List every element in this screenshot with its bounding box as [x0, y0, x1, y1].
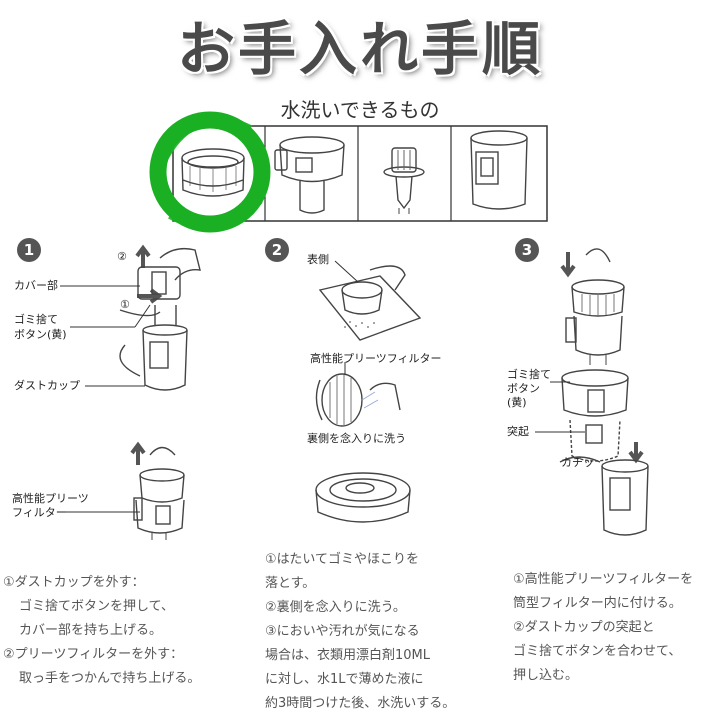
step2-desc-line: に対し、水1Lで薄めた液に — [265, 672, 424, 687]
step1-desc-line: ①ダストカップを外す： — [3, 575, 145, 590]
step2-desc-line: 場合は、衣類用漂白剤10ML — [265, 648, 431, 663]
step1-desc-line: ②プリーツフィルターを外す： — [3, 647, 184, 662]
step2-label-front: 表側 — [307, 253, 329, 266]
step1-label-cover: カバー部 — [14, 279, 58, 292]
dust-cup-icon — [470, 130, 528, 210]
step1-desc-line: ゴミ捨てボタンを押して、 — [19, 599, 174, 614]
step3-label-button-line1: ゴミ捨て — [507, 368, 551, 381]
step2-desc-line: 落とす。 — [265, 576, 316, 591]
washable-parts-heading: 水洗いできるもの — [280, 98, 440, 122]
dust-cup-ring-icon — [181, 148, 245, 197]
step3-desc-line: 筒型フィルター内に付ける。 — [513, 596, 682, 611]
step3-desc-line: 押し込む。 — [513, 668, 579, 683]
green-highlight-circle — [149, 111, 271, 233]
step2-desc-line: ②裏側を念入りに洗う。 — [265, 600, 406, 615]
step3-label-click: カチッ — [561, 456, 594, 469]
step1-description: ①ダストカップを外す： ゴミ捨てボタンを押して、 カバー部を持ち上げる。 ②プリ… — [3, 571, 200, 691]
step1-label-filter-line1: 高性能プリーツ — [12, 492, 89, 505]
step2-desc-line: ③においや汚れが気になる — [265, 624, 420, 639]
step3-desc-line: ②ダストカップの突起と — [513, 620, 655, 635]
step2-desc-line: ①はたいてゴミやほこりを — [265, 552, 420, 567]
page-title: お手入れ手順 — [176, 15, 543, 83]
step3-desc-line: ①高性能プリーツフィルターを — [513, 572, 694, 587]
step2-desc-line: 約3時間つけた後、水洗いする。 — [265, 696, 456, 711]
step2-label-back: 裏側を念入りに洗う — [307, 432, 406, 445]
cover-part-icon — [274, 136, 345, 214]
step3-label-button-line2: ボタン — [507, 382, 540, 395]
step3-label-button-line3: (黄) — [507, 396, 527, 409]
step2-description: ①はたいてゴミやほこりを 落とす。 ②裏側を念入りに洗う。 ③においや汚れが気に… — [265, 548, 455, 716]
step3-desc-line: ゴミ捨てボタンを合わせて、 — [513, 644, 682, 659]
step1-arrow-mark-1: ① — [120, 298, 130, 311]
step1-desc-line: カバー部を持ち上げる。 — [19, 623, 163, 638]
step3-label-protrusion: 突起 — [507, 425, 529, 438]
step1-label-filter-line2: フィルター — [12, 506, 67, 519]
step3-badge: 3 — [515, 238, 539, 262]
step1-label-button-line1: ゴミ捨て — [14, 313, 58, 326]
step2-label-filter: 高性能プリーツフィルター — [310, 352, 442, 365]
step1-label-cup: ダストカップ — [14, 379, 80, 392]
step1-label-button-line2: ボタン(黄) — [14, 328, 67, 341]
step2-badge: 2 — [265, 238, 289, 262]
filter-core-icon — [383, 147, 425, 214]
step3-description: ①高性能プリーツフィルターを 筒型フィルター内に付ける。 ②ダストカップの突起と… — [513, 568, 693, 688]
step1-arrow-mark-2: ② — [117, 250, 127, 263]
step1-desc-line: 取っ手をつかんで持ち上げる。 — [19, 671, 201, 686]
step1-badge: 1 — [17, 238, 41, 262]
